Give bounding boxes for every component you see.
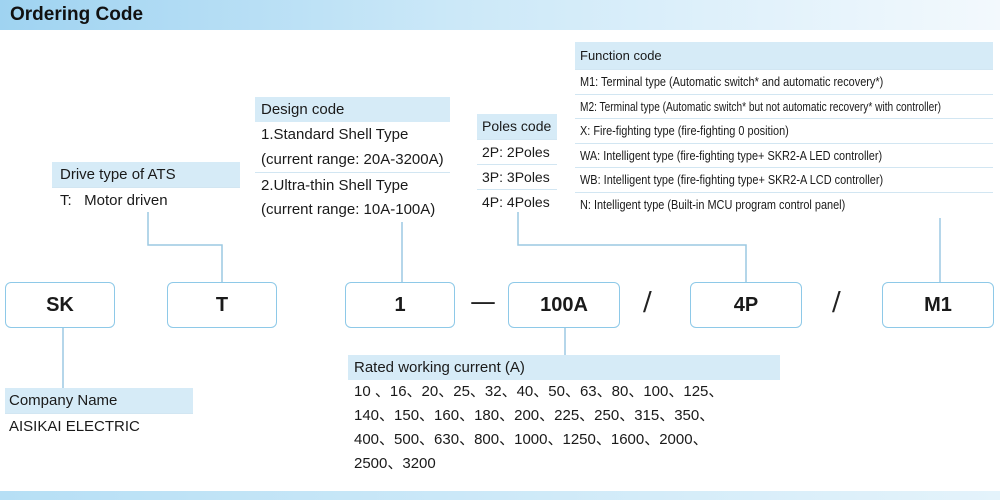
function-code-item: M1: Terminal type (Automatic switch* and… bbox=[575, 69, 993, 94]
connector-drive bbox=[147, 212, 223, 282]
function-code-item: WB: Intelligent type (fire-fighting type… bbox=[575, 167, 993, 192]
rated-current-panel: Rated working current (A) 10 、16、20、25、3… bbox=[348, 355, 780, 476]
rated-current-row: 2500、3200 bbox=[354, 455, 436, 472]
function-code-item-text: M1: Terminal type (Automatic switch* and… bbox=[580, 74, 884, 89]
function-code-item-text: M2: Terminal type (Automatic switch* but… bbox=[580, 98, 942, 114]
function-code-item: N: Intelligent type (Built-in MCU progra… bbox=[575, 191, 993, 217]
function-code-item-text: WA: Intelligent type (fire-fighting type… bbox=[580, 147, 883, 163]
separator-dash: — bbox=[470, 287, 496, 317]
function-code-item: M2: Terminal type (Automatic switch* but… bbox=[575, 93, 993, 119]
drive-type-item: T: Motor driven bbox=[52, 187, 240, 212]
code-company: SK bbox=[5, 282, 115, 328]
separator-slash: / bbox=[643, 287, 652, 317]
design-code-panel: Design code 1.Standard Shell Type (curre… bbox=[255, 97, 450, 222]
poles-code-title: Poles code bbox=[477, 114, 557, 139]
drive-type-panel: Drive type of ATS T: Motor driven bbox=[52, 162, 240, 212]
page-title: Ordering Code bbox=[10, 4, 144, 25]
design-code-item: (current range: 20A-3200A) bbox=[261, 151, 444, 168]
poles-code-panel: Poles code 2P: 2Poles 3P: 3Poles 4P: 4Po… bbox=[477, 114, 557, 214]
rated-current-row: 140、150、160、180、200、225、250、315、350、 bbox=[354, 407, 715, 424]
poles-code-item: 2P: 2Poles bbox=[477, 139, 557, 164]
code-current: 100A bbox=[508, 282, 620, 328]
function-code-item: WA: Intelligent type (fire-fighting type… bbox=[575, 142, 993, 168]
function-code-item-text: X: Fire-fighting type (fire-fighting 0 p… bbox=[580, 123, 789, 138]
function-code-title: Function code bbox=[575, 42, 993, 69]
code-design: 1 bbox=[345, 282, 455, 328]
design-code-item: 1.Standard Shell Type bbox=[261, 126, 409, 143]
design-code-item: (current range: 10A-100A) bbox=[261, 201, 436, 218]
code-poles: 4P bbox=[690, 282, 802, 328]
rated-current-row: 400、500、630、800、1000、1250、1600、2000、 bbox=[354, 431, 708, 448]
design-code-title: Design code bbox=[255, 97, 450, 122]
code-drive: T bbox=[167, 282, 277, 328]
rated-current-title: Rated working current (A) bbox=[348, 355, 780, 380]
function-code-item: X: Fire-fighting type (fire-fighting 0 p… bbox=[575, 118, 993, 143]
footer-bar bbox=[0, 491, 1000, 500]
drive-type-title: Drive type of ATS bbox=[52, 162, 240, 187]
header-bar bbox=[0, 0, 1000, 30]
function-code-item-text: WB: Intelligent type (fire-fighting type… bbox=[580, 172, 884, 187]
company-title: Company Name bbox=[5, 388, 193, 413]
company-panel: Company Name AISIKAI ELECTRIC bbox=[5, 388, 193, 438]
separator-slash: / bbox=[832, 287, 841, 317]
connector-poles bbox=[517, 212, 747, 282]
company-item: AISIKAI ELECTRIC bbox=[5, 413, 193, 438]
rated-current-row: 10 、16、20、25、32、40、50、63、80、100、125、 bbox=[354, 383, 724, 400]
poles-code-item: 4P: 4Poles bbox=[477, 189, 557, 214]
function-code-panel: Function code M1: Terminal type (Automat… bbox=[575, 42, 993, 216]
poles-code-item: 3P: 3Poles bbox=[477, 164, 557, 189]
design-code-item: 2.Ultra-thin Shell Type bbox=[255, 172, 450, 197]
function-code-item-text: N: Intelligent type (Built-in MCU progra… bbox=[580, 196, 846, 212]
code-function: M1 bbox=[882, 282, 994, 328]
